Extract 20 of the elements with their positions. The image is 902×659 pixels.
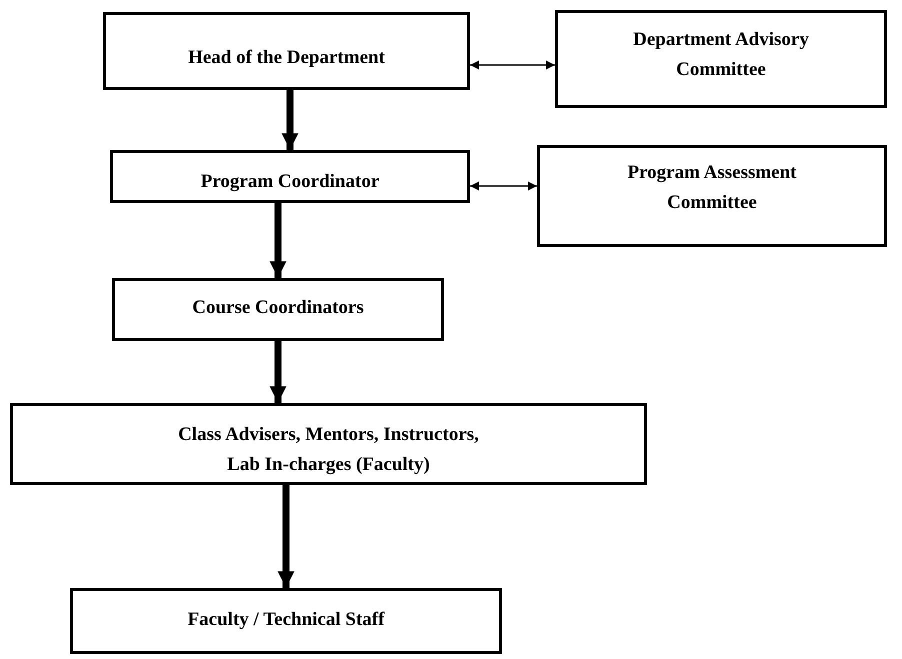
arrow	[470, 60, 555, 70]
process-box	[537, 145, 887, 247]
box-label: Department Advisory Committee	[632, 28, 810, 82]
arrow	[270, 203, 286, 278]
box-label: Program Coordinator	[200, 170, 380, 194]
process-box	[10, 403, 647, 485]
arrow	[470, 182, 537, 191]
box-label: Faculty / Technical Staff	[188, 608, 384, 632]
process-box	[555, 10, 887, 108]
process-box	[70, 588, 502, 654]
box-label: Class Advisers, Mentors, Instructors, Lab In-charges (Faculty)	[177, 423, 480, 478]
arrow	[278, 485, 294, 588]
process-box	[103, 12, 470, 90]
box-label: Course Coordinators	[192, 296, 364, 320]
arrow	[270, 341, 286, 403]
process-box	[112, 278, 444, 341]
process-box	[110, 150, 470, 203]
box-label: Program Assessment Committee	[626, 161, 798, 216]
box-label: Head of the Department	[188, 46, 385, 70]
arrow	[282, 90, 298, 150]
